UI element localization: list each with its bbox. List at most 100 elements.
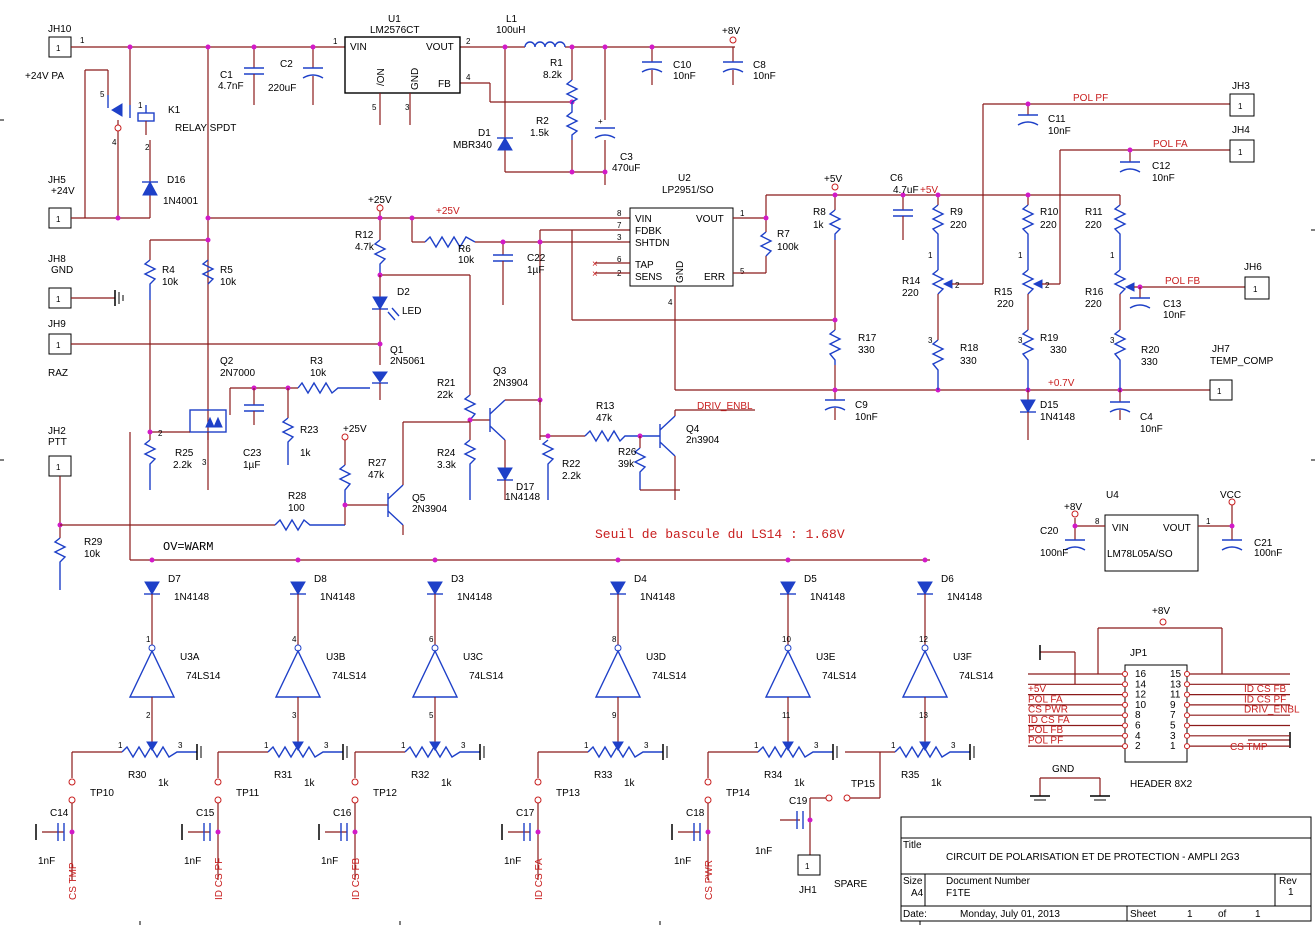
svg-text:1.5k: 1.5k bbox=[530, 128, 550, 139]
channel-junction bbox=[785, 557, 791, 563]
svg-text:Q1: Q1 bbox=[390, 345, 404, 356]
jp1-right-pin-number: 7 bbox=[1170, 710, 1176, 721]
cap-ref: C15 bbox=[196, 808, 215, 819]
jp1-right-pin-number: 3 bbox=[1170, 731, 1176, 742]
channel-diode-value: 1N4148 bbox=[810, 592, 845, 603]
inverter-value: 74LS14 bbox=[822, 671, 857, 682]
svg-text:R6: R6 bbox=[458, 244, 471, 255]
tp-circle-icon bbox=[825, 794, 833, 802]
svg-text:1: 1 bbox=[1018, 251, 1023, 260]
svg-text:VCC: VCC bbox=[1220, 490, 1241, 501]
svg-text:3: 3 bbox=[1018, 336, 1023, 345]
pot-pin-3: 3 bbox=[644, 741, 649, 750]
svg-text:4.7nF: 4.7nF bbox=[218, 81, 244, 92]
svg-text:10nF: 10nF bbox=[673, 71, 696, 82]
svg-text:PTT: PTT bbox=[48, 437, 67, 448]
pot-pin-1: 1 bbox=[891, 741, 896, 750]
svg-text:D15: D15 bbox=[1040, 400, 1059, 411]
channel-pin-in: 4 bbox=[292, 635, 297, 644]
svg-text:1: 1 bbox=[740, 209, 745, 218]
pot-value: 1k bbox=[441, 778, 453, 789]
date-label: Date: bbox=[903, 909, 927, 920]
size-value: A4 bbox=[911, 888, 924, 899]
svg-text:10k: 10k bbox=[310, 368, 327, 379]
svg-text:2.2k: 2.2k bbox=[173, 460, 193, 471]
svg-text:1: 1 bbox=[80, 36, 85, 45]
jp1-right-net-label: DRIV_ENBL bbox=[1244, 705, 1300, 716]
svg-text:1: 1 bbox=[1110, 251, 1115, 260]
svg-text:1: 1 bbox=[56, 341, 61, 350]
inverter-ref: U3C bbox=[463, 652, 483, 663]
svg-text:1µF: 1µF bbox=[527, 265, 544, 276]
svg-text:R9: R9 bbox=[950, 207, 963, 218]
svg-text:+8V: +8V bbox=[1064, 502, 1082, 513]
svg-text:4: 4 bbox=[668, 298, 673, 307]
jp1-pin-circle bbox=[1122, 712, 1128, 719]
channel-diode-value: 1N4148 bbox=[947, 592, 982, 603]
pot-wiper-icon bbox=[782, 741, 794, 751]
jp1-right-pin-number: 15 bbox=[1170, 669, 1182, 680]
pot-value: 1k bbox=[931, 778, 943, 789]
svg-text:LM78L05A/SO: LM78L05A/SO bbox=[1107, 549, 1173, 560]
tp-ref: TP14 bbox=[726, 788, 750, 799]
svg-text:1: 1 bbox=[56, 44, 61, 53]
channel-bus bbox=[129, 432, 930, 561]
inverter-value: 74LS14 bbox=[959, 671, 994, 682]
svg-text:1: 1 bbox=[138, 101, 143, 110]
c6-capacitor: C64.7uF bbox=[890, 173, 919, 240]
cap-value: 1nF bbox=[755, 846, 772, 857]
svg-text:R5: R5 bbox=[220, 265, 233, 276]
inverter-icon bbox=[594, 649, 642, 698]
r1-resistor: R18.2k bbox=[543, 58, 579, 103]
svg-text:100uH: 100uH bbox=[496, 25, 525, 36]
svg-text:2: 2 bbox=[158, 429, 163, 438]
tp-circle-icon bbox=[214, 796, 222, 804]
svg-text:D16: D16 bbox=[167, 175, 186, 186]
svg-text:5: 5 bbox=[740, 267, 745, 276]
svg-text:470uF: 470uF bbox=[612, 163, 640, 174]
pot-resistor bbox=[894, 745, 970, 759]
rev-value: 1 bbox=[1288, 887, 1294, 898]
cap-value: 1nF bbox=[38, 856, 55, 867]
svg-text:R3: R3 bbox=[310, 356, 323, 367]
jp1-pin-circle bbox=[1122, 671, 1128, 677]
pot-wiper-icon bbox=[146, 741, 158, 751]
tp-junction bbox=[69, 829, 75, 835]
svg-text:7: 7 bbox=[617, 221, 622, 230]
inverter-ref: U3D bbox=[646, 652, 666, 663]
svg-text:U4: U4 bbox=[1106, 490, 1119, 501]
tp-ref: TP15 bbox=[851, 779, 875, 790]
pot-value: 1k bbox=[624, 778, 636, 789]
svg-text:10k: 10k bbox=[458, 255, 475, 266]
tp-junction bbox=[352, 829, 358, 835]
tp-circle-icon bbox=[534, 778, 542, 786]
r2-resistor: R21.5k bbox=[530, 102, 579, 140]
svg-text:VOUT: VOUT bbox=[426, 42, 454, 53]
svg-text:×: × bbox=[592, 259, 598, 270]
svg-text:K1: K1 bbox=[168, 105, 181, 116]
svg-text:4.7uF: 4.7uF bbox=[893, 185, 919, 196]
svg-text:220: 220 bbox=[1085, 299, 1102, 310]
jh7-connector: 1 JH7 TEMP_COMP bbox=[1209, 344, 1274, 401]
svg-text:SENS: SENS bbox=[635, 272, 663, 283]
sheet-border bbox=[0, 119, 1315, 925]
svg-text:R29: R29 bbox=[84, 537, 103, 548]
svg-text:R14: R14 bbox=[902, 276, 921, 287]
svg-text:2N5061: 2N5061 bbox=[390, 356, 425, 367]
pot-ref: R32 bbox=[411, 770, 430, 781]
svg-text:220: 220 bbox=[997, 299, 1014, 310]
junctions-25v bbox=[205, 215, 543, 245]
pot-wiper-icon bbox=[919, 741, 931, 751]
inverter-ref: U3E bbox=[816, 652, 836, 663]
